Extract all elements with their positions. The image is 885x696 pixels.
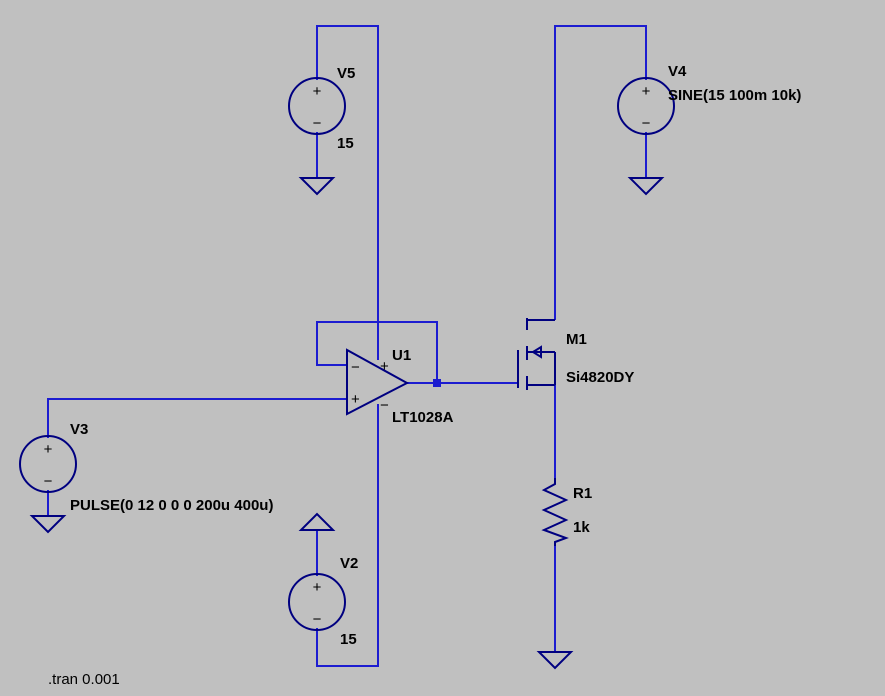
v3-name-label: V3 <box>70 421 88 438</box>
svg-text:−: − <box>313 611 322 628</box>
ground-icon-r1 <box>536 651 574 670</box>
svg-text:+: + <box>313 579 322 596</box>
voltage-source-v5[interactable]: + − <box>288 77 346 135</box>
svg-text:−: − <box>380 397 389 414</box>
wire-v5-to-u1-vplus[interactable] <box>316 25 379 360</box>
svg-text:−: − <box>642 115 651 132</box>
v4-value-label: SINE(15 100m 10k) <box>668 87 801 104</box>
junction-dot <box>433 379 441 387</box>
v3-value-label: PULSE(0 12 0 0 0 200u 400u) <box>70 497 273 514</box>
ground-icon-v5 <box>298 177 336 196</box>
opamp-u1[interactable]: − + + − <box>346 348 410 416</box>
r1-value-label: 1k <box>573 519 590 536</box>
m1-name-label: M1 <box>566 331 587 348</box>
v4-name-label: V4 <box>668 63 687 80</box>
tran-directive[interactable]: .tran 0.001 <box>48 671 120 688</box>
svg-text:+: + <box>642 83 651 100</box>
wire-feedback[interactable] <box>316 321 438 383</box>
u1-value-label: LT1028A <box>392 409 454 426</box>
svg-text:+: + <box>380 358 389 375</box>
svg-text:+: + <box>44 441 53 458</box>
voltage-source-v3[interactable]: + − <box>19 435 77 493</box>
wires <box>47 25 647 667</box>
voltage-source-v4[interactable]: + − <box>617 77 675 135</box>
voltage-source-v2[interactable]: + − <box>288 573 346 631</box>
v2-name-label: V2 <box>340 555 358 572</box>
r1-name-label: R1 <box>573 485 592 502</box>
v5-value-label: 15 <box>337 135 354 152</box>
svg-text:−: − <box>313 115 322 132</box>
wire-v3-to-u1-in[interactable] <box>47 398 347 438</box>
ground-icon-v3 <box>29 515 67 534</box>
svg-text:+: + <box>351 391 360 408</box>
mosfet-m1[interactable] <box>517 318 556 390</box>
svg-text:−: − <box>351 359 360 376</box>
svg-text:+: + <box>313 83 322 100</box>
ground-icon-v4 <box>627 177 665 196</box>
wire-u1-vminus-to-v2[interactable] <box>316 404 379 667</box>
resistor-r1[interactable] <box>541 478 569 546</box>
wire-v4-to-m1-drain[interactable] <box>554 25 647 320</box>
svg-text:−: − <box>44 473 53 490</box>
u1-name-label: U1 <box>392 347 411 364</box>
supply-flag-icon-v2 <box>298 512 336 531</box>
v2-value-label: 15 <box>340 631 357 648</box>
m1-value-label: Si4820DY <box>566 369 634 386</box>
v5-name-label: V5 <box>337 65 355 82</box>
